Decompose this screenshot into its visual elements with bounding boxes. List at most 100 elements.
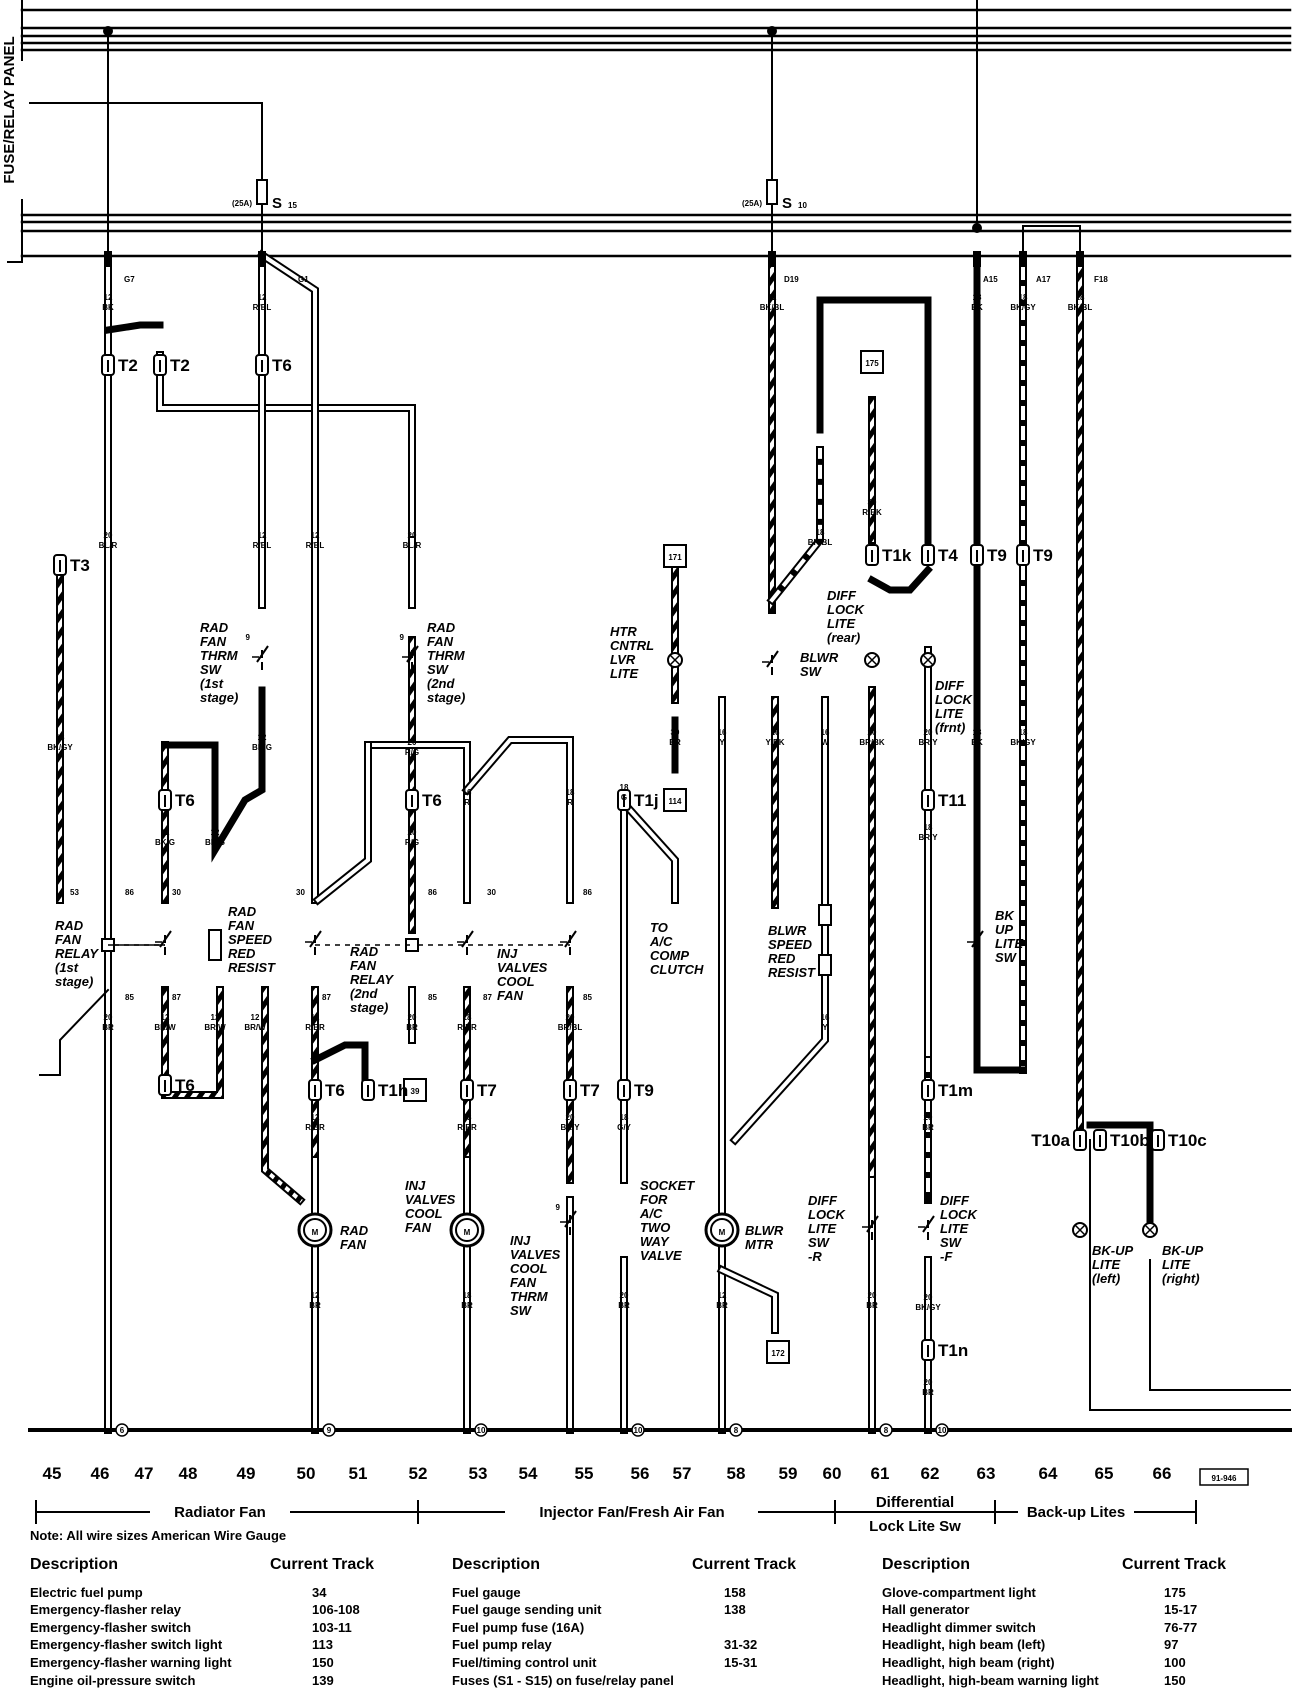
- wire-col49-motor: [261, 986, 306, 1206]
- track-number-52: 52: [409, 1464, 428, 1483]
- legend-description: Engine oil-pressure switch: [30, 1672, 196, 1688]
- wire-size-w62d: 20: [924, 1293, 933, 1302]
- track-number-47: 47: [135, 1464, 154, 1483]
- label-rad-fan-thrm-sw-2-line-4: (2nd: [427, 676, 456, 691]
- label-bk-up-lite-left-line-0: BK-UP: [1092, 1243, 1133, 1258]
- label-bk-up-lite-sw-line-0: BK: [995, 908, 1015, 923]
- track-number-57: 57: [673, 1464, 692, 1483]
- wire-size-f18: 18: [1076, 293, 1085, 302]
- wire-gauge-note: Note: All wire sizes American Wire Gauge: [30, 1528, 287, 1543]
- fuse-rating-S15: (25A): [232, 199, 252, 208]
- label-rad-fan-relay-2-line-1: FAN: [350, 958, 377, 973]
- wire-col58-172: [716, 1264, 779, 1334]
- pin-p87c: 87: [483, 993, 492, 1002]
- pin-p53a: 53: [70, 888, 79, 897]
- track-number-63: 63: [977, 1464, 996, 1483]
- label-diff-lock-lite-frnt-line-2: LITE: [935, 706, 963, 721]
- terminal-pin-D19: [768, 251, 776, 267]
- connector-label-T1n: T1n: [938, 1341, 968, 1360]
- label-blwr-sw-line-0: BLWR: [800, 650, 839, 665]
- wire-color-w48: BK/G: [155, 838, 175, 847]
- relay-contact-1-blade: [309, 930, 322, 948]
- diff-lamp-frnt-x2: [922, 654, 934, 666]
- wire-size-w50b: 12: [311, 1013, 320, 1022]
- pin-p87a: 87: [172, 993, 181, 1002]
- label-rad-fan-thrm-sw-1-line-1: FAN: [200, 634, 227, 649]
- diff-sw-f-blade: [922, 1215, 935, 1233]
- wire-color-g7: BK: [102, 303, 114, 312]
- wire-color-w52: BL/R: [403, 541, 422, 550]
- ground-symbol-2: [474, 1423, 488, 1437]
- wire-color-w53b: R/BR: [457, 1023, 477, 1032]
- label-rad-fan-thrm-sw-1-line-0: RAD: [200, 620, 229, 635]
- legend-track: 76-77: [1164, 1619, 1198, 1635]
- terminal-G7: G7: [124, 275, 135, 284]
- wire-size-a15: 18: [973, 293, 982, 302]
- track-number-59: 59: [779, 1464, 798, 1483]
- label-diff-lock-lite-sw-f-line-0: DIFF: [940, 1193, 970, 1208]
- legend-row: Fuel pump fuse (16A): [452, 1619, 796, 1637]
- legend-track: 34: [312, 1584, 327, 1600]
- wire-size-w49: 12: [258, 531, 267, 540]
- wire-color-w58b: BR: [716, 1301, 728, 1310]
- wire-color-w53: R: [464, 798, 470, 807]
- wire-size-d19: 12: [768, 293, 777, 302]
- fuse-S10: [766, 179, 778, 205]
- wire-color-w49e: BR/W: [244, 1023, 266, 1032]
- wire-color-f18: BK/BL: [1068, 303, 1093, 312]
- wire-color-w50b: R/BR: [305, 1023, 325, 1032]
- ref-box-r172: [766, 1340, 790, 1364]
- wire-t1h: [310, 1041, 369, 1089]
- fuse-sub-S10: 10: [798, 201, 807, 210]
- section-radiator-fan: Radiator Fan: [174, 1504, 266, 1521]
- label-rad-fan-thrm-sw-1-line-4: (1st: [200, 676, 224, 691]
- label-inj-valves-cool-fan-relay-line-1: VALVES: [497, 960, 548, 975]
- wire-color-g1: R/BL: [253, 303, 272, 312]
- ground-label-6: 10: [938, 1426, 947, 1435]
- wire-color-w50d: BR: [309, 1301, 321, 1310]
- label-diff-lock-lite-rear-line-2: LITE: [827, 616, 855, 631]
- track-number-53: 53: [469, 1464, 488, 1483]
- motor-letter-rad-fan-motor: M: [312, 1228, 319, 1237]
- wire-size-w50: 12: [311, 531, 320, 540]
- connector-label-T6a: T6: [272, 356, 292, 375]
- bridge-a17-f18: [1022, 225, 1081, 257]
- wire-color-w49: R/BL: [253, 541, 272, 550]
- label-rad-fan-thrm-sw-2-line-2: THRM: [427, 648, 466, 663]
- wire-color-w52c: R/G: [405, 838, 419, 847]
- wire-color-w53c: R/BR: [457, 1123, 477, 1132]
- ref-box-r175: [860, 350, 884, 374]
- wire-size-w49e: 12: [251, 1013, 260, 1022]
- pin-p87b: 87: [322, 993, 331, 1002]
- ref-box-r171: [663, 544, 687, 568]
- thrm-sw-1-blade: [256, 645, 269, 663]
- htr-cntrl-lamp-x2: [669, 654, 681, 666]
- label-blwr-speed-red-resist-line-1: SPEED: [768, 937, 813, 952]
- label-inj-valves-cool-fan-line-0: INJ: [405, 1178, 426, 1193]
- wire-col66-ground: [1149, 1259, 1291, 1391]
- figure-id: 91-946: [1212, 1474, 1237, 1483]
- wire-color-w49b: BK/G: [252, 743, 272, 752]
- ground-symbol-3: [631, 1423, 645, 1437]
- pin-p86a: 86: [125, 888, 134, 897]
- wire-size-w53c: 18: [463, 1113, 472, 1122]
- section-backup: Back-up Lites: [1027, 1504, 1125, 1521]
- wire-color-w63: BK: [971, 738, 983, 747]
- label-inj-valves-cool-fan-thrm-sw-line-5: SW: [510, 1303, 533, 1318]
- label-to-ac-comp-clutch-line-2: COMP: [650, 948, 689, 963]
- label-rad-fan-speed-red-resist-line-0: RAD: [228, 904, 257, 919]
- wire-size-w55: 18: [566, 788, 575, 797]
- bkup-lamp-right-x2: [1144, 1224, 1156, 1236]
- label-inj-valves-cool-fan-relay-line-0: INJ: [497, 946, 518, 961]
- legend-header-track: Current Track: [270, 1556, 375, 1573]
- wire-col50-diag: [312, 741, 372, 906]
- track-number-61: 61: [871, 1464, 890, 1483]
- connector-label-T10b: T10b: [1110, 1131, 1150, 1150]
- track-number-46: 46: [91, 1464, 110, 1483]
- wire-col55: [461, 736, 574, 904]
- wire-size-w53d: 18: [463, 1291, 472, 1300]
- wire-color-w57: BR: [669, 738, 681, 747]
- wire-color-w56c: BR: [618, 1301, 630, 1310]
